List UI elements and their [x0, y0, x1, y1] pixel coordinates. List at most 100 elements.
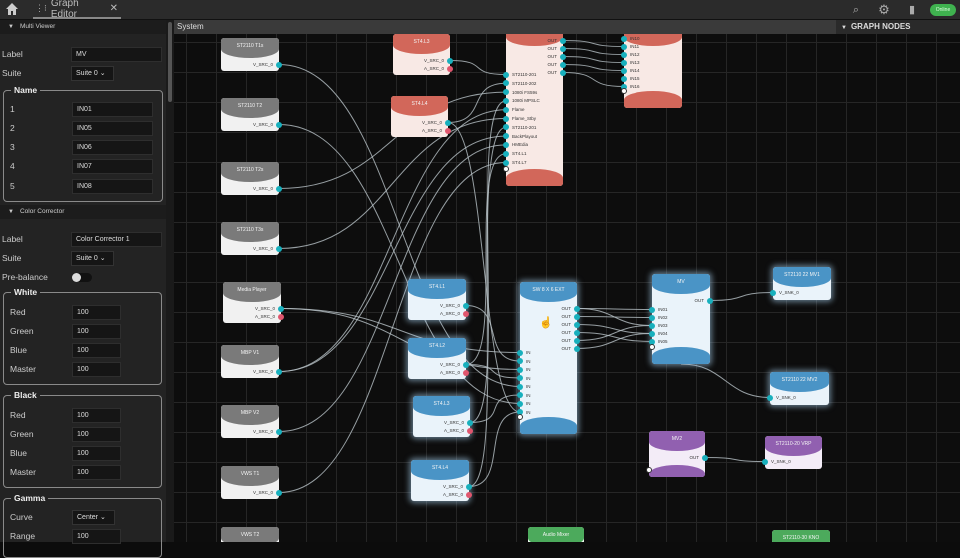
output-port-dot[interactable] — [466, 483, 472, 490]
value-input[interactable]: 100 — [72, 465, 121, 480]
output-port-dot[interactable] — [276, 185, 282, 192]
output-port-dot[interactable] — [574, 313, 580, 320]
input-port-dot[interactable] — [621, 67, 627, 74]
input-port-dot[interactable] — [517, 358, 523, 364]
input-port-dot[interactable] — [503, 106, 509, 113]
output-port-dot[interactable] — [560, 53, 566, 60]
curve-select[interactable]: Center ⌄ — [72, 510, 115, 525]
output-port-dot[interactable] — [560, 61, 566, 68]
output-port-dot[interactable] — [560, 37, 566, 44]
output-port-dot[interactable] — [560, 69, 566, 76]
wire[interactable] — [562, 72, 625, 87]
input-port-dot[interactable] — [503, 89, 509, 96]
input-port-dot[interactable] — [503, 150, 509, 157]
input-port-dot[interactable] — [621, 59, 627, 66]
suite-select[interactable]: Suite 0 ⌄ — [71, 66, 114, 81]
input-port-dot[interactable] — [503, 141, 509, 148]
add-port-icon[interactable] — [646, 467, 652, 473]
prebalance-toggle[interactable] — [72, 273, 92, 282]
wire[interactable] — [278, 162, 507, 493]
value-input[interactable]: 100 — [72, 343, 121, 358]
wire[interactable] — [709, 292, 774, 301]
output-port-dot[interactable] — [276, 121, 282, 128]
output-port-dot[interactable] — [276, 428, 282, 435]
wire[interactable] — [278, 109, 507, 372]
output-port-dot[interactable] — [463, 302, 469, 309]
wire[interactable] — [278, 135, 507, 372]
output-port-dot[interactable] — [445, 127, 451, 134]
input-port-dot[interactable] — [649, 306, 655, 313]
home-icon[interactable] — [5, 2, 19, 16]
output-port-dot[interactable] — [447, 65, 453, 72]
wire[interactable] — [576, 324, 653, 334]
wire[interactable] — [278, 118, 507, 249]
input-port-dot[interactable] — [503, 124, 509, 131]
search-icon[interactable]: ⌕ — [852, 4, 860, 16]
value-input[interactable]: 100 — [72, 362, 121, 377]
wire[interactable] — [469, 100, 507, 423]
wire[interactable] — [280, 308, 521, 370]
wire[interactable] — [468, 411, 521, 487]
wire[interactable] — [278, 144, 507, 432]
input-port-dot[interactable] — [503, 97, 509, 104]
add-port-icon[interactable] — [503, 166, 509, 172]
wire[interactable] — [562, 40, 625, 47]
graph-node[interactable]: Audio Mixer — [528, 527, 584, 542]
input-port-dot[interactable] — [767, 394, 773, 401]
input-port-dot[interactable] — [649, 314, 655, 321]
output-port-dot[interactable] — [276, 61, 282, 68]
wire[interactable] — [465, 364, 521, 379]
section-color-corrector[interactable]: ▼Color Corrector — [0, 205, 166, 219]
input-port-dot[interactable] — [517, 383, 523, 390]
output-port-dot[interactable] — [276, 368, 282, 375]
output-port-dot[interactable] — [574, 305, 580, 312]
wire[interactable] — [576, 325, 653, 341]
output-port-dot[interactable] — [463, 310, 469, 317]
output-port-dot[interactable] — [467, 427, 473, 434]
input-port-dot[interactable] — [517, 375, 523, 381]
value-input[interactable]: 100 — [72, 324, 121, 339]
wire[interactable] — [576, 316, 653, 318]
scrollbar[interactable] — [166, 20, 174, 542]
wire[interactable] — [449, 60, 507, 75]
output-port-dot[interactable] — [463, 369, 469, 376]
output-port-dot[interactable] — [707, 297, 713, 304]
name-input[interactable]: IN05 — [72, 121, 153, 136]
wire[interactable] — [562, 56, 625, 63]
graph-node[interactable]: VWS T2 — [221, 527, 279, 542]
section-multi-viewer[interactable]: ▼Multi Viewer — [0, 20, 166, 34]
input-port-dot[interactable] — [649, 330, 655, 337]
output-port-dot[interactable] — [278, 305, 284, 312]
add-port-icon[interactable] — [621, 88, 627, 94]
input-port-dot[interactable] — [621, 35, 627, 42]
input-port-dot[interactable] — [503, 159, 509, 166]
name-input[interactable]: IN06 — [72, 140, 153, 155]
wire[interactable] — [465, 153, 507, 365]
label-input[interactable]: MV — [71, 47, 162, 62]
wire[interactable] — [562, 48, 625, 55]
output-port-dot[interactable] — [447, 57, 453, 64]
output-port-dot[interactable] — [278, 313, 284, 320]
value-input[interactable]: 100 — [72, 408, 121, 423]
wire[interactable] — [680, 363, 771, 398]
scrollbar-thumb[interactable] — [168, 22, 172, 102]
input-port-dot[interactable] — [621, 75, 627, 82]
